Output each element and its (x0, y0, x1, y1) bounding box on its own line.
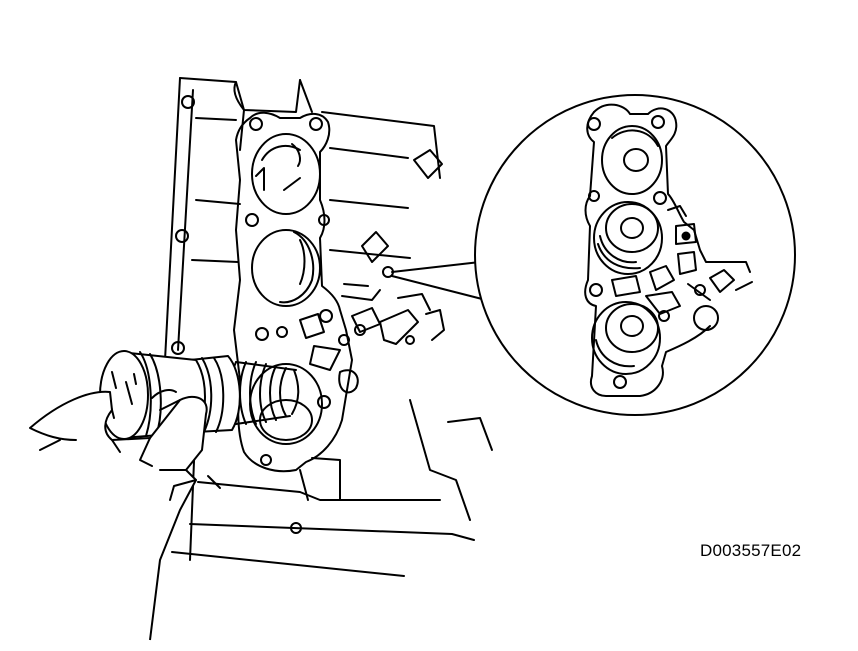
transmission-case (164, 77, 493, 577)
callout-leader (391, 261, 487, 301)
detail-magnifier (474, 94, 796, 416)
figure-id-label: D003557E02 (700, 541, 802, 560)
valve-body-plate (233, 111, 445, 473)
hand (29, 389, 208, 641)
